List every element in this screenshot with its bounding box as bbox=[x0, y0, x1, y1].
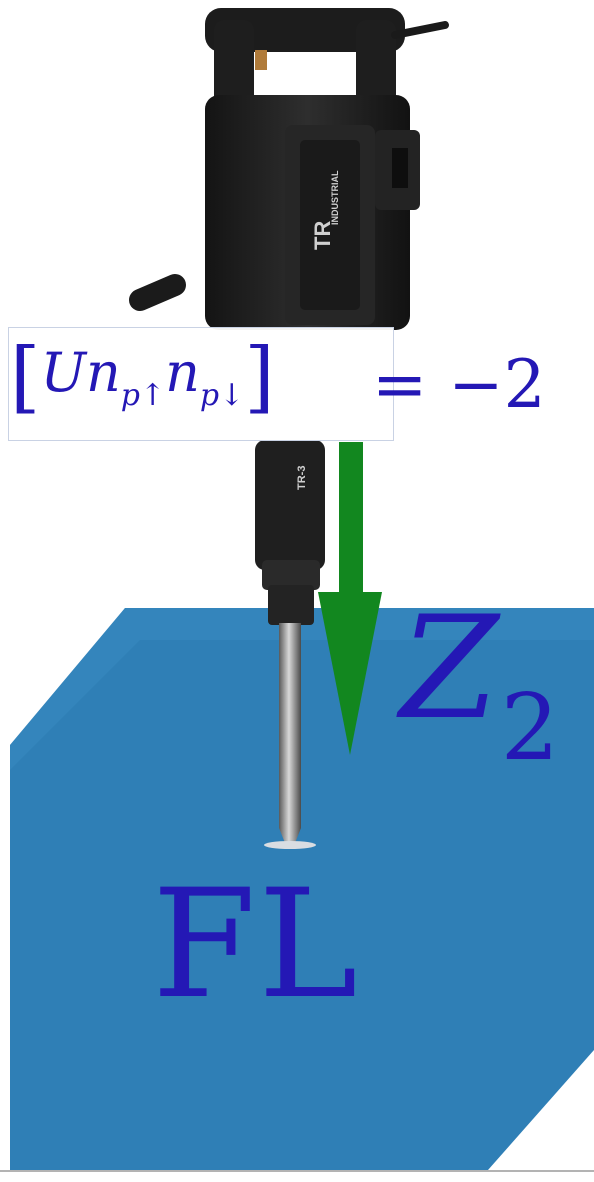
z2-subscript: 2 bbox=[500, 674, 560, 781]
jackhammer-icon: TR INDUSTRIAL TR-3 bbox=[129, 8, 449, 849]
impact-mark bbox=[264, 841, 316, 849]
formula-interaction-term: [Unp↑np↓] bbox=[10, 338, 275, 416]
subscript-p-down: p↓ bbox=[199, 378, 245, 413]
tool-brand-sub: INDUSTRIAL bbox=[330, 170, 340, 225]
block-highlight bbox=[10, 608, 594, 770]
tool-model: TR-3 bbox=[296, 466, 308, 490]
formula-box bbox=[8, 327, 394, 441]
open-bracket: [ bbox=[10, 332, 41, 422]
symbol-n-down: n bbox=[165, 341, 200, 404]
subscript-p-up: p↑ bbox=[120, 378, 166, 413]
down-arrow-icon bbox=[318, 442, 382, 755]
tool-brand: TR bbox=[310, 221, 335, 250]
z2-letter: Z bbox=[400, 586, 499, 751]
fermi-liquid-block bbox=[10, 608, 594, 1170]
close-bracket: ] bbox=[244, 332, 275, 422]
symbol-u: U bbox=[40, 341, 86, 404]
z2-label: Z2 bbox=[400, 598, 559, 774]
fl-label: FL bbox=[152, 858, 360, 1032]
symbol-n-up: n bbox=[85, 341, 121, 404]
formula-rhs: = −2 bbox=[372, 346, 546, 423]
